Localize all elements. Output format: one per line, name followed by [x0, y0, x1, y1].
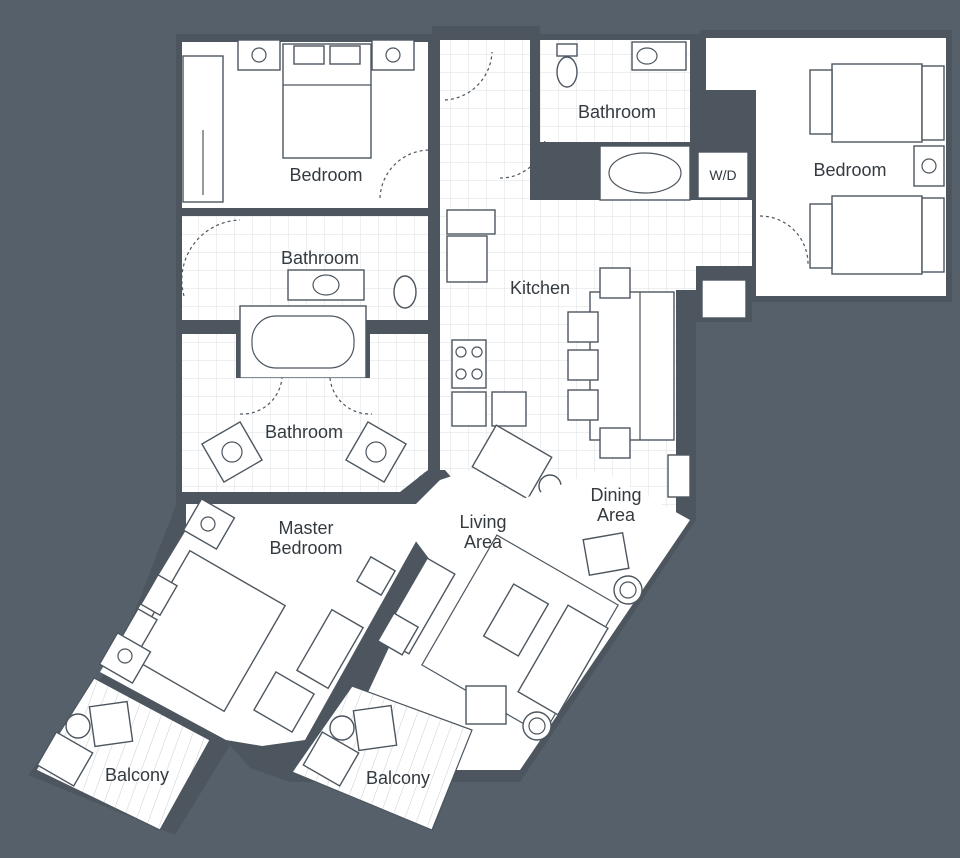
- balcony-right-chair-1: [352, 704, 398, 752]
- bedroom-top-left-label: Bedroom: [289, 165, 362, 185]
- armchair-dining: [582, 531, 630, 577]
- bathroom-top-vanity: [631, 41, 687, 71]
- dining-area-label-2: Area: [597, 505, 636, 525]
- bedroom-right-label: Bedroom: [813, 160, 886, 180]
- toilet-upper-left: [393, 275, 417, 309]
- bathroom-upper-left-floor: [182, 216, 428, 320]
- bed-right-upper: [831, 63, 923, 143]
- stool-1: [567, 311, 599, 343]
- living-area-label-1: Living: [459, 512, 506, 532]
- living-area-label-2: Area: [464, 532, 503, 552]
- stool-5: [599, 427, 631, 459]
- bathroom-lower-left-label: Bathroom: [265, 422, 343, 442]
- coffee-table: [482, 583, 550, 657]
- nightstand-master-top: [182, 497, 236, 551]
- nightstand-right: [371, 39, 415, 71]
- toilet-top: [556, 56, 578, 88]
- side-table-1: [613, 575, 643, 605]
- master-bedroom-label-2: Bedroom: [269, 538, 342, 558]
- washer-dryer: [697, 151, 749, 199]
- bathroom-top-label: Bathroom: [578, 102, 656, 122]
- kitchen-island: [589, 291, 675, 441]
- washer-dryer-label: W/D: [709, 167, 736, 183]
- nightstand-right-room: [913, 145, 945, 187]
- balcony-left-chair-1: [88, 700, 134, 748]
- stovetop: [451, 339, 487, 389]
- sink-lower-left-1: [200, 420, 264, 484]
- balcony-left-chair-2: [36, 731, 94, 787]
- balcony-left-label: Balcony: [105, 765, 169, 785]
- stool-4: [599, 267, 631, 299]
- stool-3: [567, 389, 599, 421]
- side-table-2: [522, 711, 552, 741]
- bathtub-top: [599, 145, 691, 201]
- wet-bar: [471, 424, 553, 500]
- kitchen-counter: [446, 235, 488, 283]
- balcony-right-label: Balcony: [366, 768, 430, 788]
- dining-area-label-1: Dining: [590, 485, 641, 505]
- bathroom-upper-left-label: Bathroom: [281, 248, 359, 268]
- armchair-living: [465, 685, 507, 725]
- bed-right-lower: [831, 195, 923, 275]
- balcony-right-chair-2: [302, 731, 360, 787]
- kitchen-label: Kitchen: [510, 278, 570, 298]
- master-bedroom-label-1: Master: [278, 518, 333, 538]
- dresser-master: [295, 608, 365, 690]
- nightstand-master-bottom: [98, 631, 152, 685]
- nightstand-left: [237, 39, 281, 71]
- sink-lower-left-2: [344, 420, 408, 484]
- stool-2: [567, 349, 599, 381]
- bathtub-center: [239, 305, 367, 379]
- sofa: [517, 604, 609, 716]
